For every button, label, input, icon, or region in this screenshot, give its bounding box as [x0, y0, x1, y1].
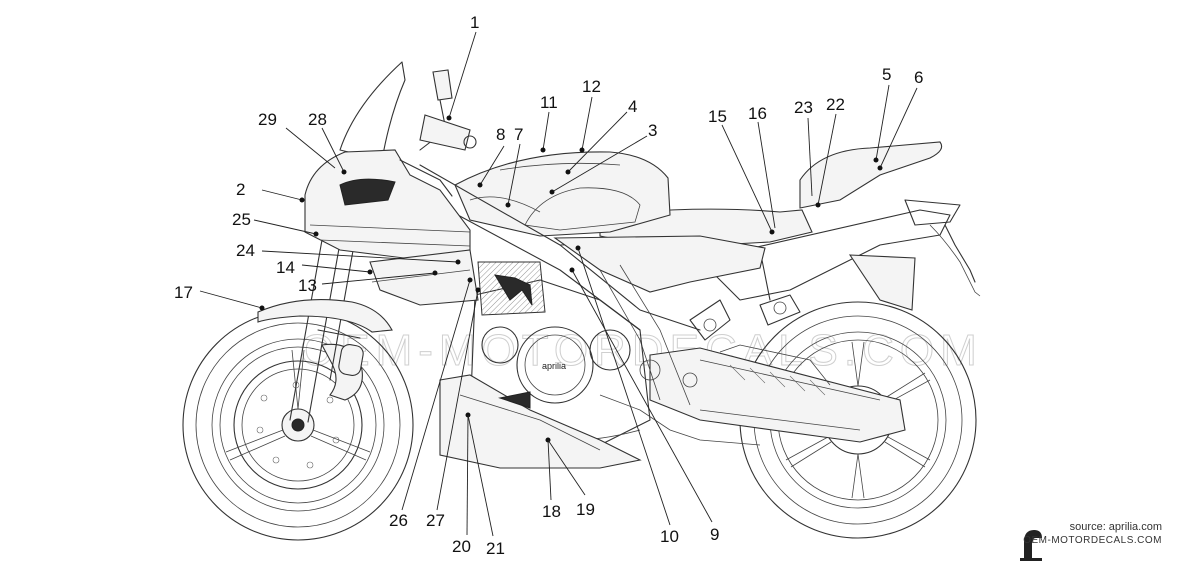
source-text: source: aprilia.com [1069, 521, 1162, 533]
callout-17: 17 [174, 283, 193, 302]
callout-13: 13 [298, 276, 317, 295]
callout-10: 10 [660, 527, 679, 546]
callout-8: 8 [496, 125, 505, 144]
callout-7: 7 [514, 125, 523, 144]
callout-25: 25 [232, 210, 251, 229]
front-fender [257, 298, 393, 333]
callout-2: 2 [236, 180, 245, 199]
callout-12: 12 [582, 77, 601, 96]
callout-labels: 1 2 3 4 5 6 7 8 9 10 11 12 13 14 15 16 1… [174, 13, 923, 558]
callout-15: 15 [708, 107, 727, 126]
callout-29: 29 [258, 110, 277, 129]
callout-20: 20 [452, 537, 471, 556]
callout-3: 3 [648, 121, 657, 140]
front-fairing [304, 61, 479, 306]
callout-27: 27 [426, 511, 445, 530]
callout-5: 5 [882, 65, 891, 84]
callout-24: 24 [236, 241, 255, 260]
leader-lines [199, 31, 918, 537]
rear-set [689, 294, 801, 341]
main-frame [419, 164, 771, 406]
callout-16: 16 [748, 104, 767, 123]
source-credit: source: aprilia.com OEM-MOTORDECALS.COM [1023, 521, 1162, 546]
callout-6: 6 [914, 68, 923, 87]
callout-28: 28 [308, 110, 327, 129]
callout-4: 4 [628, 97, 637, 116]
callout-14: 14 [276, 258, 295, 277]
callout-1: 1 [470, 13, 479, 32]
callout-21: 21 [486, 539, 505, 558]
callout-26: 26 [389, 511, 408, 530]
callout-9: 9 [710, 525, 719, 544]
handlebar-mirror [399, 69, 477, 197]
callout-23: 23 [794, 98, 813, 117]
fuel-tank [454, 151, 671, 237]
callout-11: 11 [540, 93, 558, 112]
watermark: OEM-MOTORDECALS.COM [300, 326, 983, 375]
helmet-logo-icon [1020, 530, 1042, 561]
engine-cover-logo: aprilia [542, 361, 566, 371]
callout-19: 19 [576, 500, 595, 519]
swingarm [649, 344, 906, 443]
callout-18: 18 [542, 502, 561, 521]
callout-22: 22 [826, 95, 845, 114]
site-text: OEM-MOTORDECALS.COM [1023, 535, 1162, 546]
tail-section [699, 141, 981, 311]
belly-pan [439, 374, 642, 469]
